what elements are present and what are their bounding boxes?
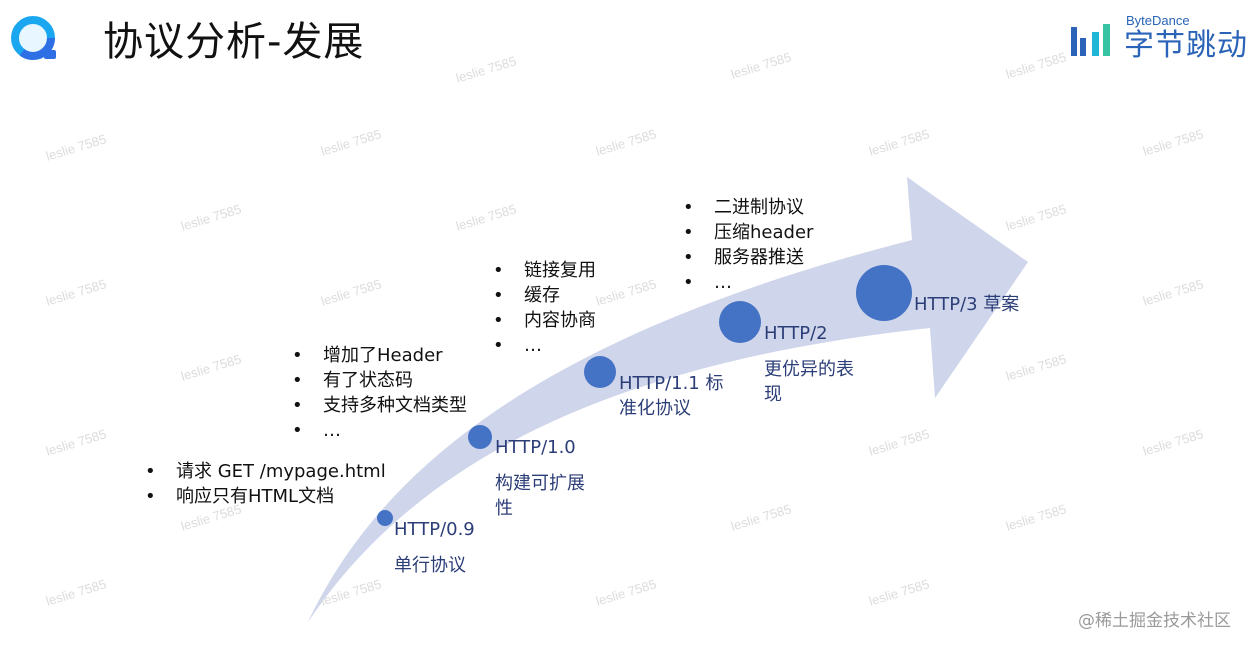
- stage-label-http3: HTTP/3 草案: [914, 294, 1020, 315]
- feature-item: 链接复用: [493, 258, 596, 283]
- node-http11: [584, 356, 616, 388]
- feature-item: 有了状态码: [292, 368, 467, 393]
- feature-item: 压缩header: [683, 220, 813, 245]
- footer-credit: @稀土掘金技术社区: [1078, 611, 1231, 631]
- stage-label-http10: HTTP/1.0: [495, 437, 576, 458]
- node-http09: [377, 510, 393, 526]
- feature-item: 请求 GET /mypage.html: [145, 459, 386, 484]
- node-http3: [856, 265, 912, 321]
- desc-line: 构建可扩展: [495, 473, 585, 494]
- stage-label-http11: HTTP/1.1 标: [619, 373, 724, 394]
- stage-label-http2: HTTP/2: [764, 323, 828, 344]
- arrow-shape: [308, 177, 1028, 622]
- desc-line: 更优异的表: [764, 359, 854, 380]
- brand-name-cn: 字节跳动: [1124, 28, 1248, 63]
- http2-features: 二进制协议 压缩header 服务器推送 …: [683, 195, 813, 295]
- feature-item: …: [493, 333, 596, 358]
- bytedance-bars-icon: [1071, 24, 1110, 56]
- stage-desc-http09: 单行协议: [394, 555, 466, 576]
- stage-desc-http2: 更优异的表 现: [764, 357, 854, 407]
- feature-item: 内容协商: [493, 308, 596, 333]
- feature-item: …: [292, 418, 467, 443]
- http10-features: 增加了Header 有了状态码 支持多种文档类型 …: [292, 343, 467, 443]
- feature-item: 支持多种文档类型: [292, 393, 467, 418]
- stage-desc-http11: 准化协议: [619, 398, 691, 419]
- desc-line: 性: [495, 498, 513, 519]
- node-http10: [468, 425, 492, 449]
- desc-line: 现: [764, 384, 782, 405]
- http09-features: 请求 GET /mypage.html 响应只有HTML文档: [145, 459, 386, 509]
- brand-name-en: ByteDance: [1126, 13, 1190, 28]
- feature-item: 响应只有HTML文档: [145, 484, 386, 509]
- feature-item: 增加了Header: [292, 343, 467, 368]
- stage-desc-http10: 构建可扩展 性: [495, 471, 585, 521]
- node-http2: [719, 301, 761, 343]
- feature-item: …: [683, 270, 813, 295]
- q-logo-icon: [11, 16, 56, 60]
- feature-item: 二进制协议: [683, 195, 813, 220]
- stage-label-http09: HTTP/0.9: [394, 519, 475, 540]
- feature-item: 缓存: [493, 283, 596, 308]
- http11-features: 链接复用 缓存 内容协商 …: [493, 258, 596, 358]
- page-title: 协议分析-发展: [103, 19, 365, 65]
- feature-item: 服务器推送: [683, 245, 813, 270]
